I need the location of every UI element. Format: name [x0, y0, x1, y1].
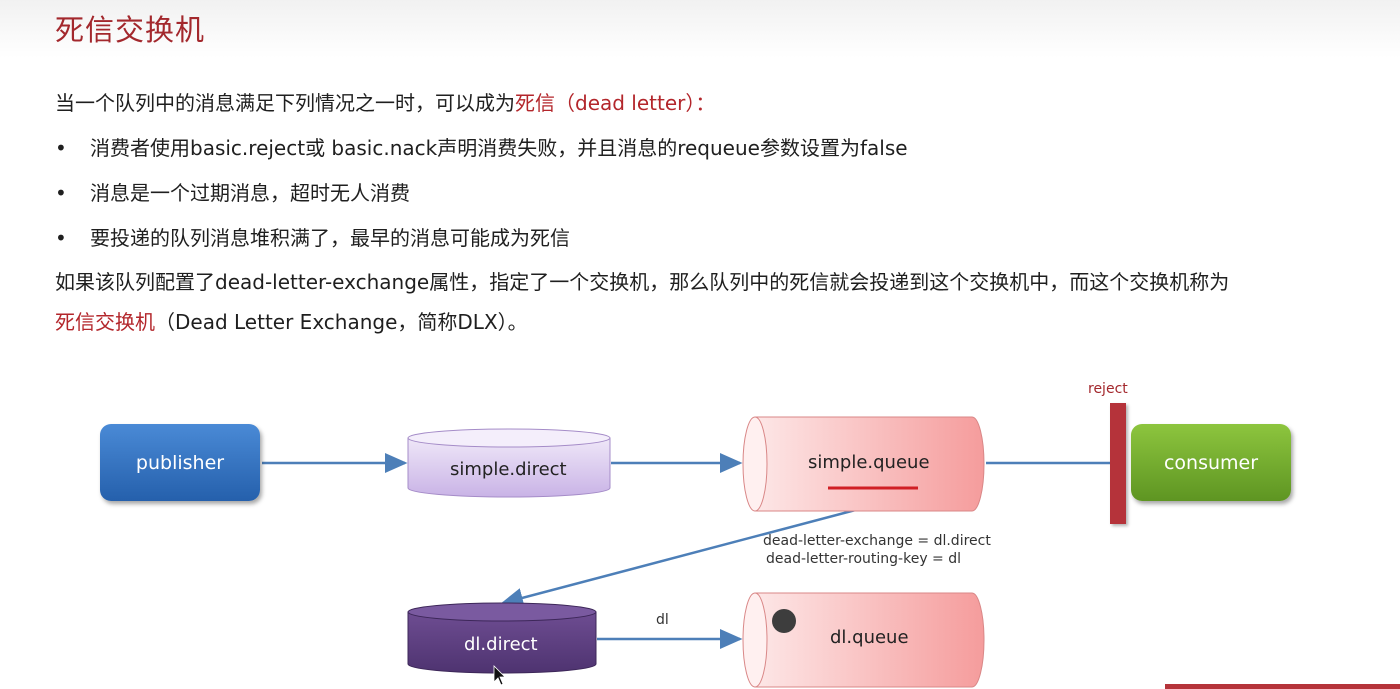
routing-key-label: dl [656, 612, 669, 628]
page-title: 死信交换机 [55, 13, 206, 47]
config-line-2: dead-letter-routing-key = dl [766, 551, 962, 567]
simple-queue-cylinder [742, 416, 985, 512]
dl-direct-label: dl.direct [464, 634, 538, 655]
paragraph-line-2: 死信交换机（Dead Letter Exchange，简称DLX）。 [55, 308, 528, 336]
bullet-marker: • [55, 136, 67, 160]
mouse-cursor-icon [493, 665, 506, 686]
intro-highlight: 死信 [515, 91, 555, 115]
simple-direct-exchange [407, 428, 611, 498]
bullet-item-1: 消费者使用basic.reject或 basic.nack声明消费失败，并且消息… [90, 136, 908, 160]
arrow-deadletter-to-dlx [500, 506, 864, 608]
bullet-item-2: 消息是一个过期消息，超时无人消费 [90, 181, 410, 205]
intro-prefix: 当一个队列中的消息满足下列情况之一时，可以成为 [55, 91, 515, 115]
footer-accent-bar [1165, 684, 1400, 689]
reject-label: reject [1088, 381, 1128, 397]
intro-suffix: （dead letter）： [555, 91, 716, 115]
intro-line: 当一个队列中的消息满足下列情况之一时，可以成为死信（dead letter）： [55, 89, 715, 117]
consumer-label: consumer [1163, 451, 1259, 474]
dl-queue-label: dl.queue [830, 627, 909, 648]
dl-queue-cylinder [742, 592, 985, 688]
reject-bar [1110, 403, 1126, 524]
bullet-marker: • [55, 226, 67, 250]
publisher-node: publisher [100, 424, 260, 501]
config-line-1: dead-letter-exchange = dl.direct [763, 533, 991, 549]
simple-direct-label: simple.direct [450, 459, 567, 480]
paragraph-line-1: 如果该队列配置了dead-letter-exchange属性，指定了一个交换机，… [55, 270, 1230, 294]
paragraph-highlight: 死信交换机 [55, 310, 155, 334]
bullet-item-3: 要投递的队列消息堆积满了，最早的消息可能成为死信 [90, 226, 570, 250]
bullet-marker: • [55, 181, 67, 205]
paragraph-suffix: （Dead Letter Exchange，简称DLX）。 [155, 310, 528, 334]
title-band [0, 0, 1400, 58]
consumer-node: consumer [1131, 424, 1291, 501]
publisher-label: publisher [135, 451, 225, 474]
simple-queue-label: simple.queue [808, 452, 930, 473]
dl-direct-exchange [407, 602, 597, 674]
dlx-diagram: publisher simple.direct simple.queue rej… [0, 360, 1400, 689]
message-dot [772, 609, 796, 633]
diagram-canvas [262, 416, 1112, 688]
